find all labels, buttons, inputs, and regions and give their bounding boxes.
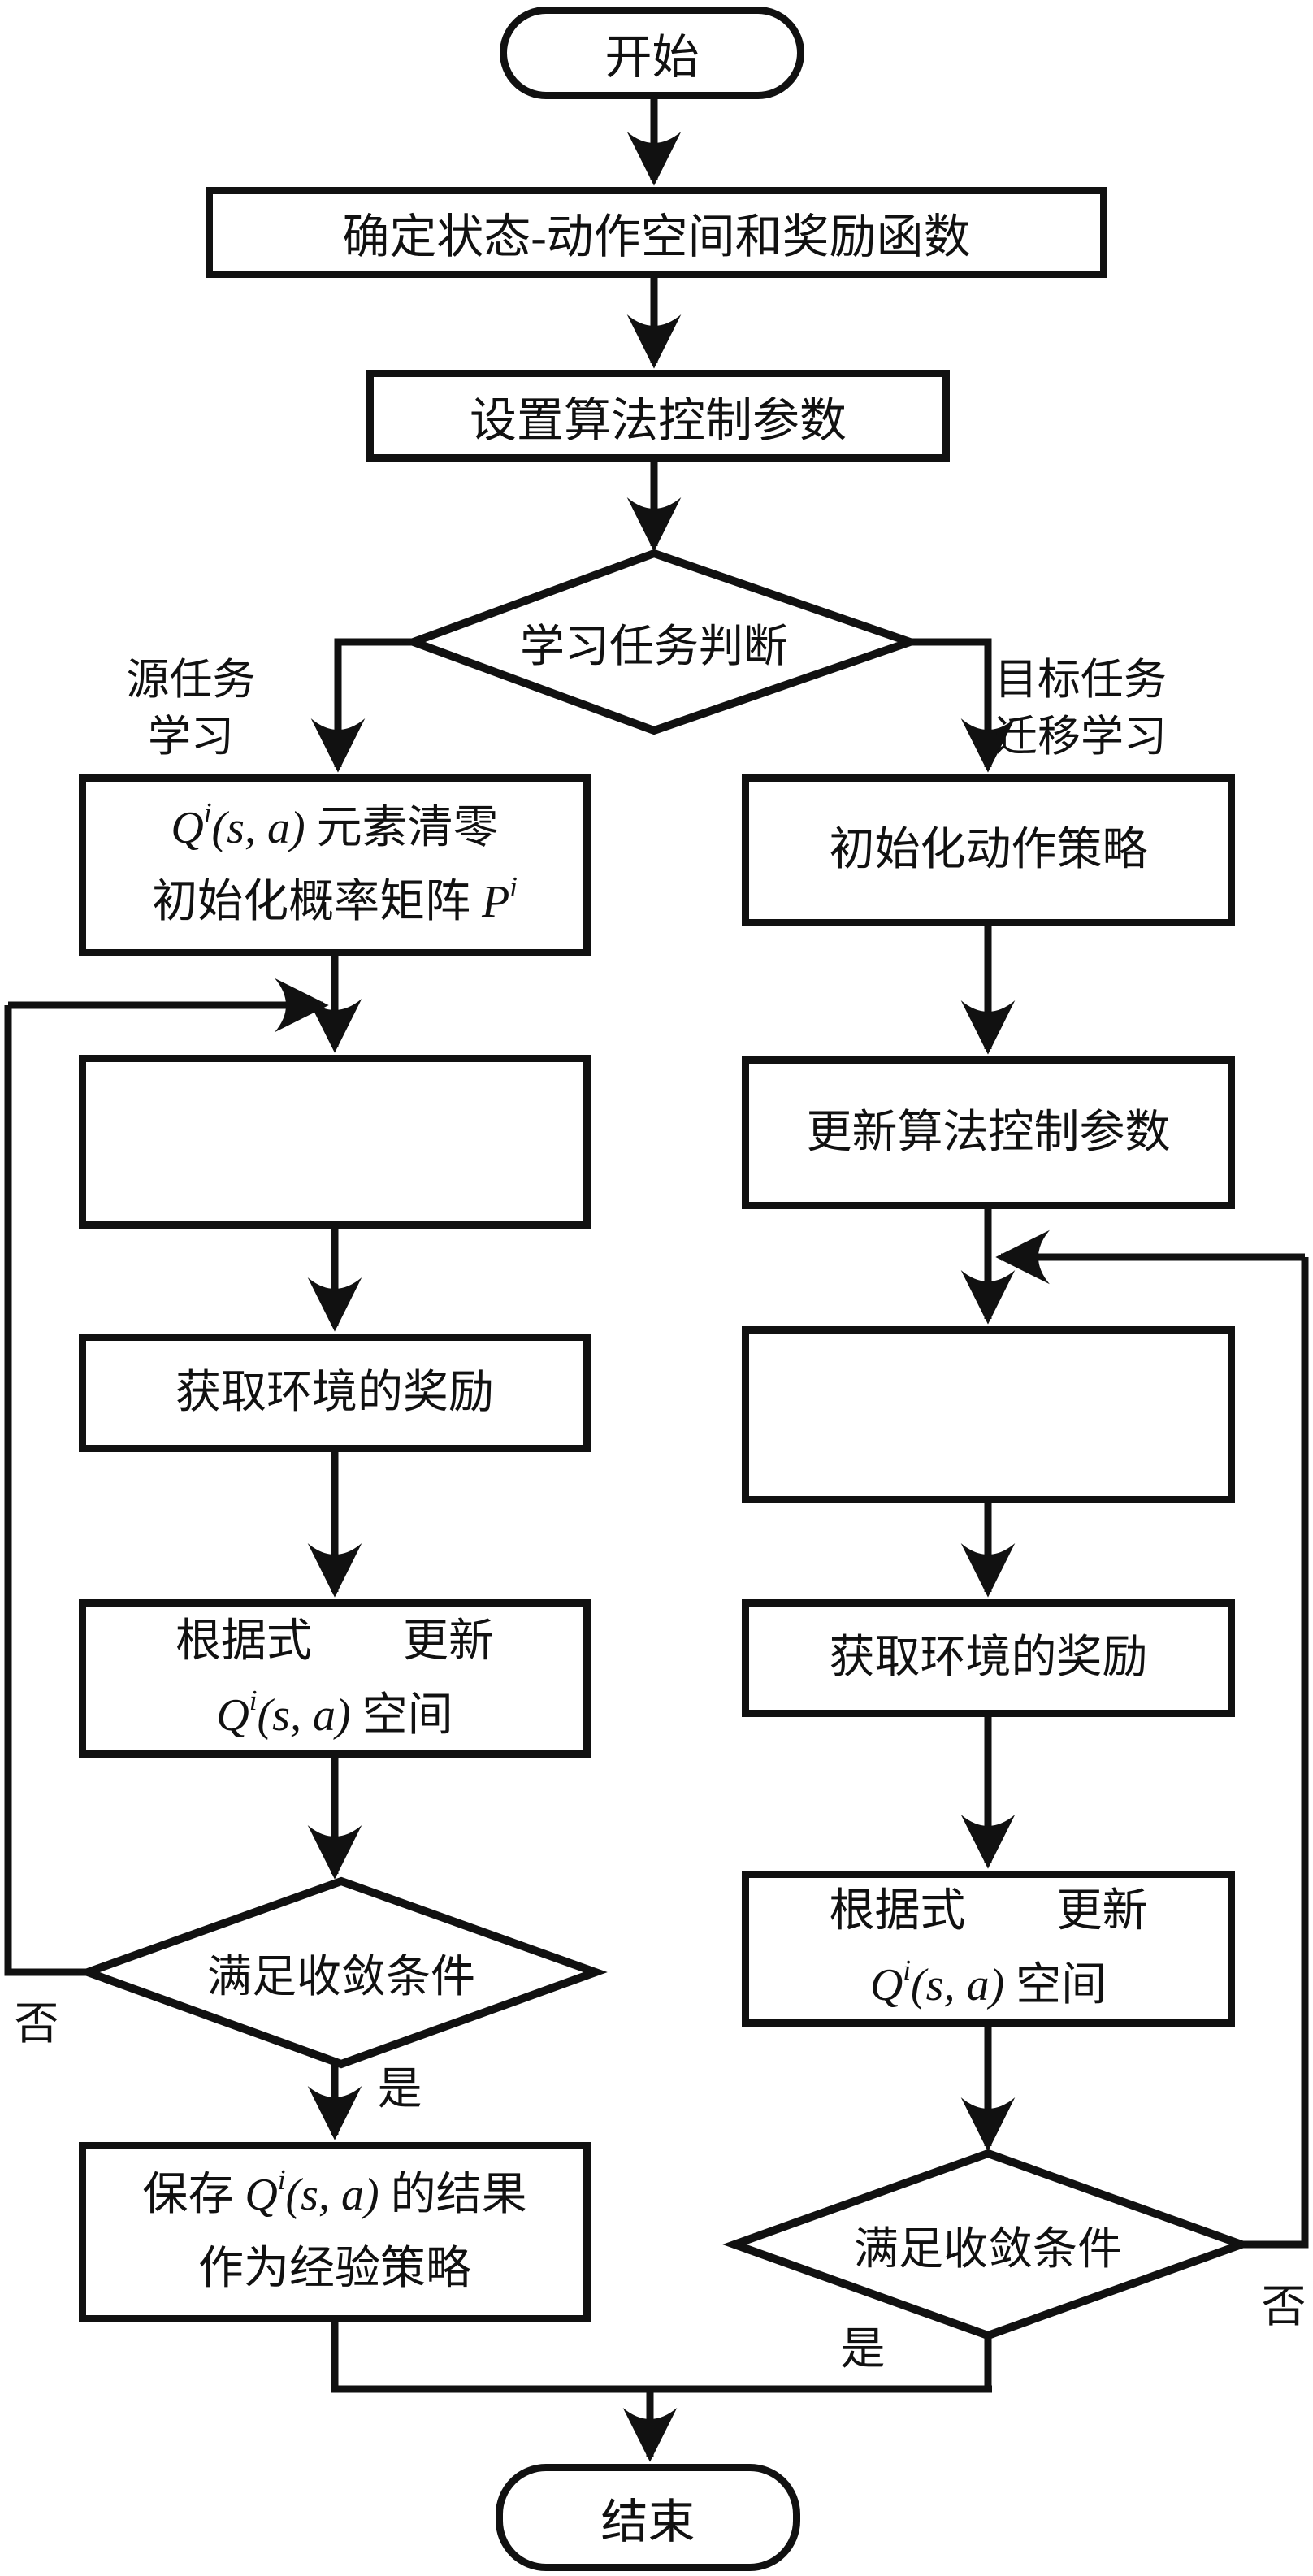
source-task-branch-label: 源任务 学习 — [126, 657, 256, 761]
task-decision-label: 学习任务判断 — [519, 622, 788, 671]
set-params-label: 设置算法控制参数 — [469, 393, 847, 447]
edge-label-no-right: 否 — [1261, 2281, 1306, 2331]
get-reward-right-process: 获取环境的奖励 — [742, 1599, 1235, 1717]
start-label: 开始 — [604, 31, 700, 84]
save-policy-process: 保存 Qi(s, a) 的结果 作为经验策略 — [79, 2142, 591, 2322]
converge-left-diamond — [76, 1876, 608, 2069]
update-q-right-process: 根据式 更新 Qi(s, a) 空间 — [742, 1871, 1235, 2027]
task-decision-diamond — [401, 549, 923, 735]
blank-process-right — [742, 1326, 1235, 1503]
edge-converge-right-no-loop — [1242, 1257, 1309, 2249]
define-space-label: 确定状态-动作空间和奖励函数 — [342, 210, 971, 263]
init-q-process: Qi(s, a) 元素清零 初始化概率矩阵 Pi — [79, 774, 591, 956]
edge-label-yes-left: 是 — [377, 2063, 422, 2114]
define-space-process: 确定状态-动作空间和奖励函数 — [206, 187, 1107, 278]
set-params-process: 设置算法控制参数 — [366, 370, 950, 462]
end-label: 结束 — [600, 2496, 696, 2548]
edge-label-yes-right: 是 — [840, 2323, 886, 2374]
converge-left-label: 满足收敛条件 — [206, 1952, 475, 2001]
converge-right-label: 满足收敛条件 — [853, 2224, 1122, 2274]
start-terminal: 开始 — [500, 7, 804, 99]
init-policy-process: 初始化动作策略 — [742, 774, 1235, 926]
edge-decision-to-initq — [310, 638, 414, 773]
converge-right-diamond — [722, 2149, 1254, 2340]
update-q-left-process: 根据式 更新 Qi(s, a) 空间 — [79, 1599, 591, 1758]
get-reward-left-process: 获取环境的奖励 — [79, 1334, 591, 1452]
edge-converge-left-no-loop — [4, 1005, 88, 1976]
edge-decision-to-initpolicy — [910, 638, 1016, 773]
edge-label-no-left: 否 — [14, 1998, 59, 2049]
blank-process-left — [79, 1055, 591, 1229]
end-terminal: 结束 — [496, 2464, 800, 2571]
update-params-process: 更新算法控制参数 — [742, 1056, 1235, 1209]
target-task-branch-label: 目标任务 迁移学习 — [994, 657, 1167, 761]
